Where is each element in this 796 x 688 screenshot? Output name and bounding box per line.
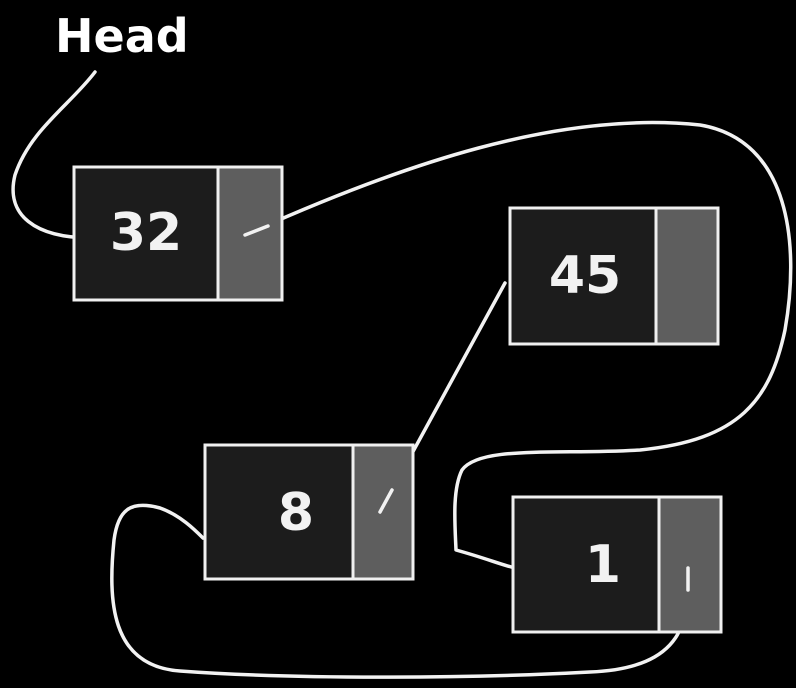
head-pointer-link [11, 70, 97, 240]
list-node: 8 [203, 443, 415, 581]
node-data-cell [72, 165, 220, 302]
node-value: 8 [278, 483, 314, 543]
node-next-pointer-cell [351, 443, 415, 581]
node-value: 45 [549, 246, 621, 306]
node-data-cell [203, 443, 355, 581]
pointer-tail-32 [243, 224, 270, 237]
list-node: 1 [511, 495, 723, 634]
link-1-to-8 [110, 503, 691, 679]
node-data-cell [508, 206, 658, 346]
link-32-to-1 [243, 120, 793, 570]
node-next-pointer-cell [657, 495, 723, 634]
list-node: 32 [72, 165, 284, 302]
head-label: Head [55, 9, 189, 63]
node-data-cell [511, 495, 661, 634]
node-next-pointer-cell [654, 206, 720, 346]
node-value: 32 [110, 203, 182, 263]
list-node: 45 [508, 206, 720, 346]
pointer-tail-8 [378, 488, 394, 514]
node-value: 1 [585, 535, 621, 595]
